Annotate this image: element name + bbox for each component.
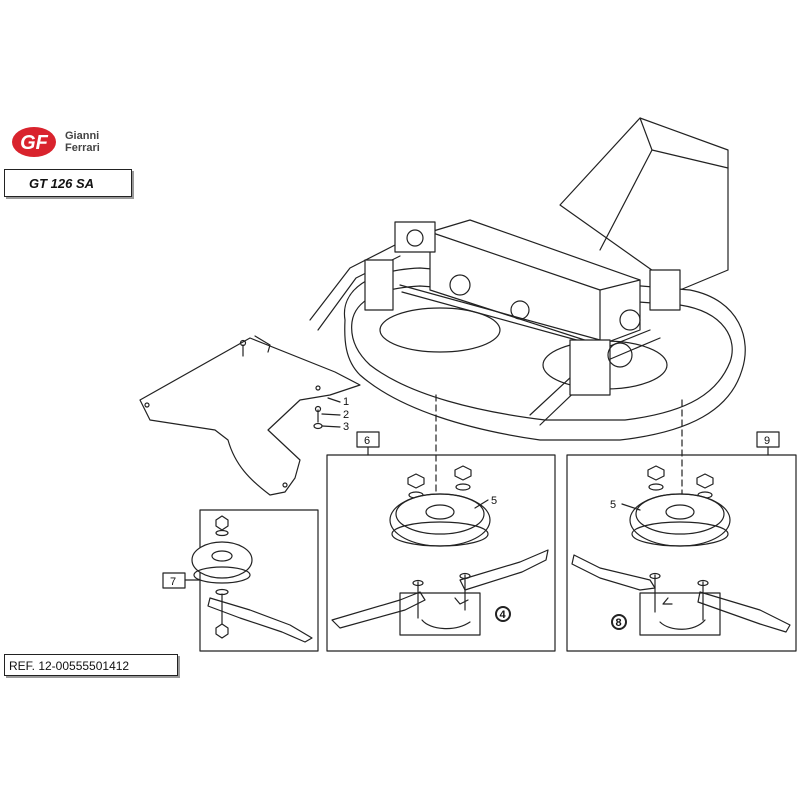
brand-name-line1: Gianni <box>65 130 100 142</box>
logo-letters: GF <box>20 132 49 154</box>
shield-edge <box>254 335 271 353</box>
circled-label-4-ring <box>495 606 511 622</box>
rotation-arrow-6 <box>421 619 471 630</box>
drive-shaft <box>399 284 601 341</box>
part-label-3: 3 <box>343 421 349 433</box>
detail-label-7: 7 <box>170 576 176 588</box>
bolt-9a-washer <box>649 572 661 580</box>
blade-6-right <box>459 549 549 591</box>
bracket-left <box>364 259 394 311</box>
detail-frame-7 <box>199 509 319 652</box>
circled-label-8: 8 <box>616 617 622 629</box>
gearbox-housing <box>429 219 641 346</box>
rotation-arrow-6-head <box>454 597 469 605</box>
pulley-right <box>619 309 641 331</box>
spindle-right <box>607 342 633 368</box>
hardware-box-9 <box>639 592 721 636</box>
pulley-hub-9 <box>665 504 695 520</box>
coupling <box>510 300 530 320</box>
nut-6a <box>407 473 425 489</box>
deck-chute-fold <box>599 149 653 251</box>
brand-name-line2: Ferrari <box>65 142 100 154</box>
pulley-hub-6 <box>425 504 455 520</box>
leader-2 <box>321 413 341 416</box>
deflector-shield <box>139 335 361 496</box>
washer-9a <box>648 483 664 491</box>
detail-frame-6 <box>326 454 556 652</box>
nut-7 <box>215 515 229 531</box>
circled-label-8-ring <box>611 614 627 630</box>
motor-left-cap <box>406 229 424 247</box>
leader-1 <box>327 397 341 403</box>
pulley-hub-7 <box>211 550 233 562</box>
brand-name: Gianni Ferrari <box>65 130 100 154</box>
detail-box-7 <box>162 509 319 652</box>
detail-tab-9 <box>756 431 780 448</box>
shield-plate <box>139 337 361 496</box>
detail-box-9 <box>566 431 797 652</box>
pulley-disc-7 <box>191 541 253 579</box>
shield-hole-2 <box>282 482 288 488</box>
pulley-disc-6-inner <box>395 493 485 535</box>
bolt-9b-washer <box>697 579 709 587</box>
detail-label-6: 6 <box>364 435 370 447</box>
model-label: GT 126 SA <box>4 169 132 197</box>
part-label-5a: 5 <box>491 495 497 507</box>
nut-9a <box>647 465 665 481</box>
nut-9b <box>696 473 714 489</box>
motor-right <box>649 269 681 311</box>
pulley-rim-7 <box>193 566 251 584</box>
bracket-right <box>569 339 611 396</box>
screw-2-head <box>314 405 322 413</box>
nut-3 <box>313 422 323 430</box>
hardware-box-6 <box>399 592 481 636</box>
rotation-arrow-9 <box>659 619 706 630</box>
blade-9-left <box>571 554 656 591</box>
leader-5b <box>621 503 641 511</box>
shield-hole-3 <box>315 385 321 391</box>
pulley-rim-9 <box>631 521 729 547</box>
washer-7 <box>215 529 229 537</box>
motor-left <box>394 221 436 253</box>
deck-inner-rim <box>351 285 733 421</box>
bolt-6a-washer <box>412 579 424 587</box>
blade-7 <box>207 597 313 643</box>
detail-tab-6 <box>356 431 380 448</box>
pulley-rim-6 <box>391 521 489 547</box>
deck-left-lobe <box>379 307 501 353</box>
bolt-6b-washer <box>459 572 471 580</box>
spindle-left <box>449 274 471 296</box>
detail-frame-9 <box>566 454 797 652</box>
part-label-2: 2 <box>343 409 349 421</box>
shield-bolt-top-head <box>239 339 247 347</box>
washer-6b <box>455 483 471 491</box>
shield-hole-1 <box>144 402 150 408</box>
blade-9-right <box>697 591 791 633</box>
gf-logo-icon: GF <box>12 127 56 157</box>
leader-3 <box>321 425 341 428</box>
blade-6-left <box>331 591 426 629</box>
drive-shaft-2 <box>401 291 603 348</box>
nut-6b <box>454 465 472 481</box>
part-label-5b: 5 <box>610 499 616 511</box>
pulley-disc-9-inner <box>635 493 725 535</box>
leader-5a <box>474 499 489 509</box>
circled-label-4: 4 <box>500 609 507 621</box>
reference-label: REF. 12-00555501412 <box>4 654 178 676</box>
detail-label-9: 9 <box>764 435 770 447</box>
brand-logo: GF Gianni Ferrari <box>10 124 130 164</box>
detail-box-6 <box>326 431 556 652</box>
mower-deck <box>309 117 746 501</box>
deck-outer-shell <box>343 267 746 441</box>
bolt-7-head <box>215 623 229 639</box>
rotation-arrow-9-head <box>662 597 673 605</box>
part-label-1: 1 <box>343 396 349 408</box>
